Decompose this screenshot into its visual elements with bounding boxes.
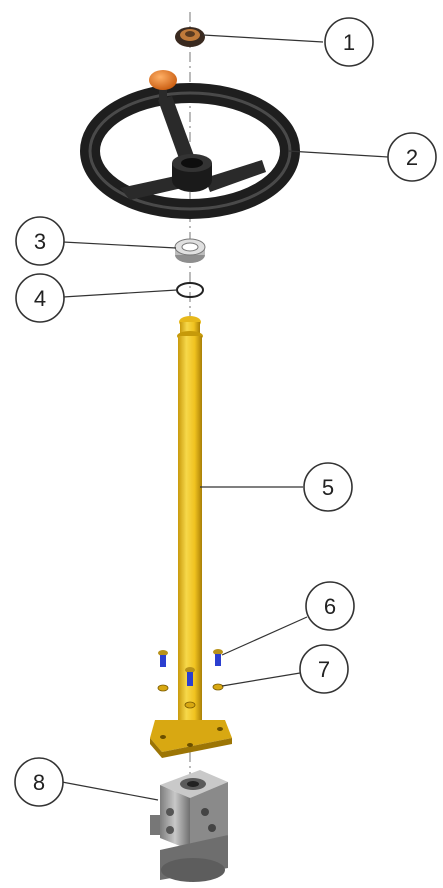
leader-line-4: [62, 289, 178, 298]
part-steering-unit: [150, 770, 228, 882]
part-washers: [157, 683, 224, 709]
callout-6: 6: [305, 581, 355, 631]
part-nut: [174, 238, 206, 263]
part-column-tube: [150, 316, 232, 758]
callout-3-label: 3: [34, 229, 46, 254]
part-bolts: [158, 649, 223, 686]
callout-8-label: 8: [33, 770, 45, 795]
callout-1-label: 1: [343, 30, 355, 55]
leader-line-7: [221, 672, 301, 687]
callout-6-label: 6: [324, 594, 336, 619]
part-horn-cap: [175, 27, 205, 47]
leader-line-8: [61, 781, 159, 801]
leader-line-6: [221, 616, 308, 656]
callout-2: 2: [387, 132, 437, 182]
callout-5: 5: [303, 462, 353, 512]
callout-4: 4: [15, 273, 65, 323]
callout-3: 3: [15, 216, 65, 266]
callout-2-label: 2: [406, 145, 418, 170]
callout-5-label: 5: [322, 475, 334, 500]
leader-line-2: [287, 150, 389, 158]
callout-8: 8: [14, 757, 64, 807]
callout-7: 7: [299, 644, 349, 694]
leader-line-3: [62, 241, 177, 249]
callout-4-label: 4: [34, 286, 46, 311]
callout-7-label: 7: [318, 657, 330, 682]
callout-1: 1: [324, 17, 374, 67]
leader-line-1: [202, 34, 324, 43]
